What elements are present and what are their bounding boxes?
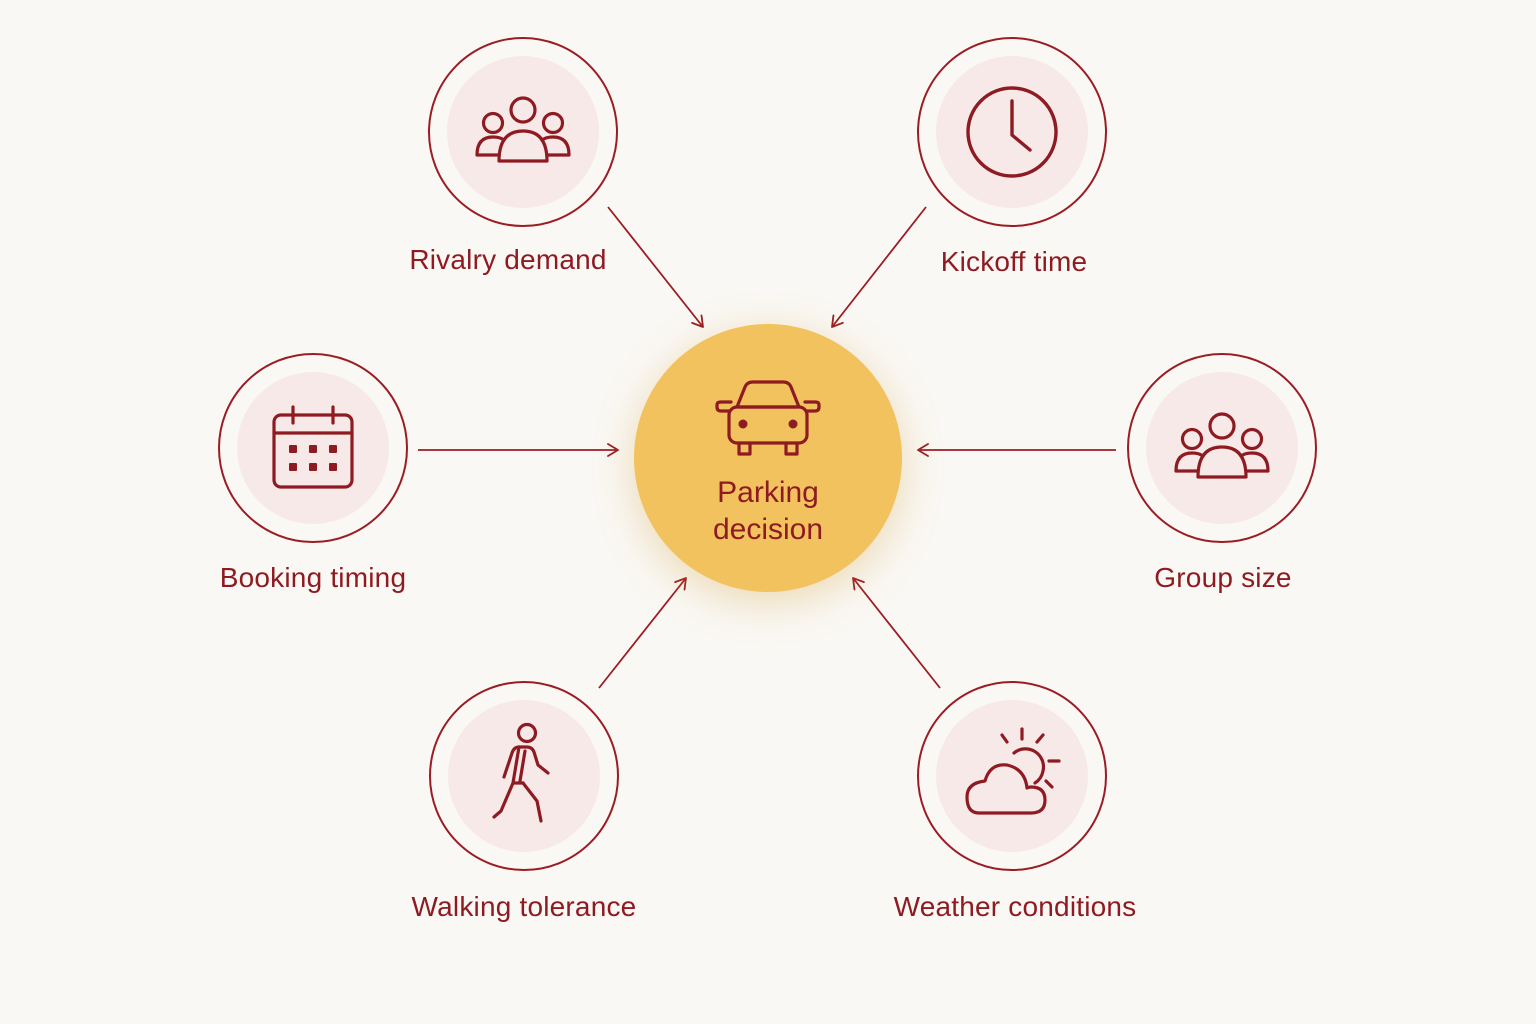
factor-node-group-size	[1127, 353, 1317, 543]
center-label-line1: Parking	[717, 476, 819, 509]
clock-icon	[966, 86, 1058, 178]
cloud-sun-icon	[965, 727, 1061, 815]
factor-label-rivalry-demand: Rivalry demand	[409, 244, 607, 275]
people-group-icon	[475, 96, 571, 163]
factor-node-rivalry-demand	[428, 37, 618, 227]
arrow-walking-to-center	[598, 577, 687, 689]
factor-node-booking-timing	[218, 353, 408, 543]
walking-person-icon	[492, 722, 550, 823]
center-node	[634, 324, 902, 592]
center-label-line2: decision	[712, 513, 824, 546]
factor-node-kickoff-time	[917, 37, 1107, 227]
factor-label-weather-conditions: Weather conditions	[893, 891, 1137, 922]
arrow-weather-to-center	[852, 577, 941, 689]
car-icon	[715, 380, 821, 456]
factor-label-booking-timing: Booking timing	[219, 562, 407, 593]
factor-label-group-size: Group size	[1154, 562, 1292, 593]
arrow-rivalry-to-center	[607, 206, 704, 328]
factor-label-kickoff-time: Kickoff time	[940, 246, 1088, 277]
people-group-icon	[1174, 412, 1270, 479]
factor-label-walking-tolerance: Walking tolerance	[411, 891, 637, 922]
factor-node-walking-tolerance	[429, 681, 619, 871]
center-label: Parking decision	[713, 474, 823, 548]
factor-node-weather-conditions	[917, 681, 1107, 871]
arrow-kickoff-to-center	[831, 206, 927, 328]
calendar-icon	[272, 405, 354, 489]
